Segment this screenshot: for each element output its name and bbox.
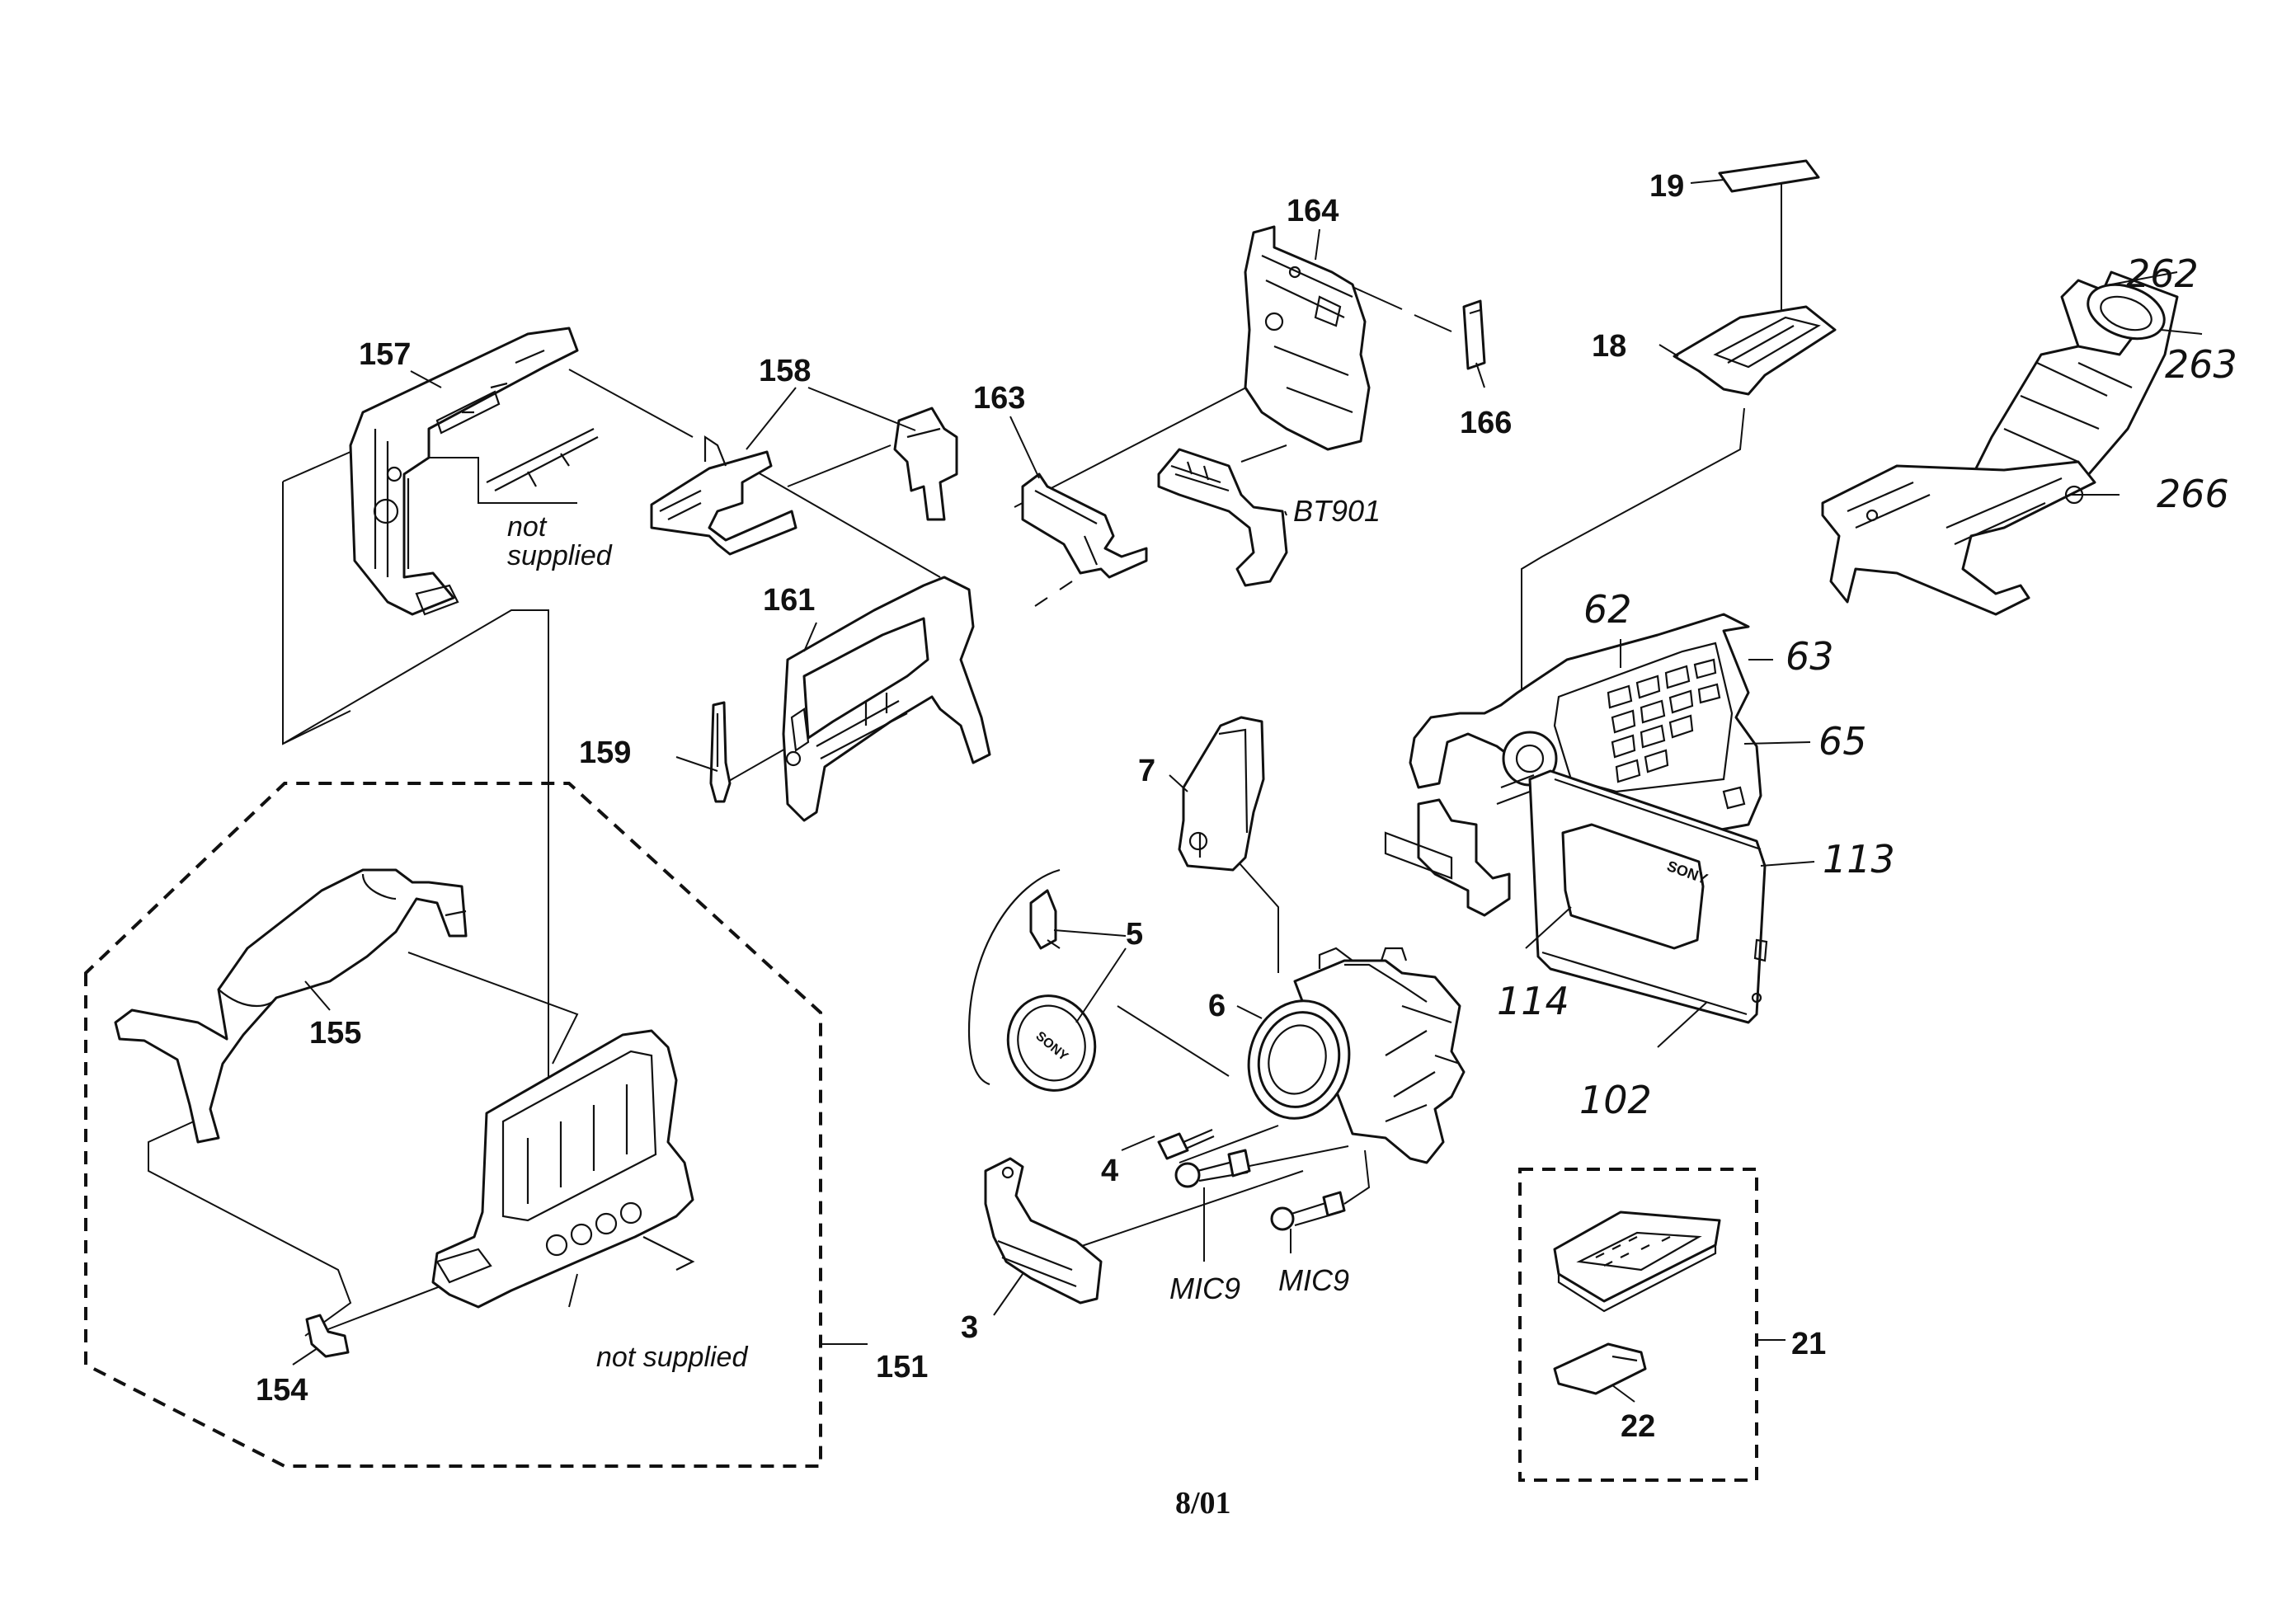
- label-164: 164: [1287, 194, 1339, 228]
- part-3-bracket: [984, 1157, 1103, 1304]
- label-62: 62: [1583, 587, 1632, 632]
- part-266-viewfinder-base: [1821, 460, 2096, 616]
- part-19-label: [1718, 159, 1820, 193]
- note-not-supplied-bottom: not supplied: [596, 1342, 748, 1373]
- label-7: 7: [1138, 754, 1155, 788]
- part-262-263-viewfinder: [1953, 270, 2179, 513]
- note-not-supplied-top-2: supplied: [507, 540, 613, 571]
- part-5-lens-cap: SONY: [967, 868, 1097, 1092]
- footer-page-code: 8/01: [1175, 1486, 1231, 1521]
- label-22: 22: [1621, 1409, 1655, 1444]
- part-bt901-battery-terminal: [1157, 448, 1288, 587]
- part-labels: 157 158 163 164 166 19 18 262 263 266 BT…: [256, 169, 2237, 1521]
- part-mic9-screw-b: [1270, 1191, 1346, 1231]
- part-4-screw: [1157, 1128, 1215, 1160]
- label-63: 63: [1786, 634, 1834, 679]
- label-154: 154: [256, 1373, 308, 1408]
- label-leader-lines: [292, 179, 2203, 1403]
- assembly-151-outline: [84, 782, 822, 1468]
- label-bt901: BT901: [1293, 494, 1381, 528]
- part-159-cable: [709, 701, 732, 803]
- label-113: 113: [1823, 837, 1895, 881]
- part-6-lens-block: [1247, 947, 1466, 1164]
- label-4: 4: [1101, 1154, 1118, 1188]
- part-151-grip-frame: [431, 1029, 695, 1309]
- label-21: 21: [1791, 1327, 1826, 1361]
- label-18: 18: [1592, 329, 1626, 364]
- label-166: 166: [1460, 406, 1512, 440]
- part-18-plate: [1673, 305, 1837, 396]
- part-155-grip-belt: [114, 868, 468, 1144]
- label-3: 3: [961, 1310, 978, 1345]
- label-mic9-b: MIC9: [1278, 1263, 1349, 1297]
- label-65: 65: [1818, 719, 1867, 764]
- label-266: 266: [2157, 472, 2229, 516]
- label-mic9-a: MIC9: [1169, 1272, 1240, 1305]
- label-151: 151: [876, 1350, 928, 1384]
- label-102: 102: [1579, 1078, 1652, 1122]
- label-5: 5: [1126, 917, 1143, 952]
- label-114: 114: [1497, 979, 1569, 1023]
- part-163-bracket: [1021, 472, 1148, 579]
- part-166-strip: [1462, 299, 1486, 370]
- label-161: 161: [763, 583, 815, 618]
- assembly-21-outline: [1518, 1168, 1758, 1482]
- part-164-chassis: [1244, 225, 1371, 451]
- part-21-remote: [1553, 1210, 1721, 1313]
- label-262: 262: [2126, 251, 2199, 296]
- part-154-hook: [305, 1314, 350, 1358]
- part-113-114-102-lcd-panel: SONY: [1528, 769, 1768, 1024]
- label-159: 159: [579, 736, 631, 770]
- part-7-panel: [1178, 716, 1265, 872]
- part-22-battery-cover: [1553, 1342, 1647, 1395]
- part-158-bracket: [650, 407, 958, 556]
- label-6: 6: [1208, 989, 1226, 1023]
- note-not-supplied-top-1: not: [507, 511, 548, 543]
- part-mic9-screw-a: [1174, 1149, 1251, 1188]
- label-158: 158: [759, 354, 811, 388]
- label-155: 155: [309, 1016, 361, 1051]
- label-157: 157: [359, 337, 411, 372]
- label-19: 19: [1649, 169, 1684, 204]
- part-161-frame: [782, 576, 991, 822]
- part-157-frame: [349, 327, 599, 616]
- label-263: 263: [2165, 342, 2237, 387]
- label-163: 163: [973, 381, 1025, 416]
